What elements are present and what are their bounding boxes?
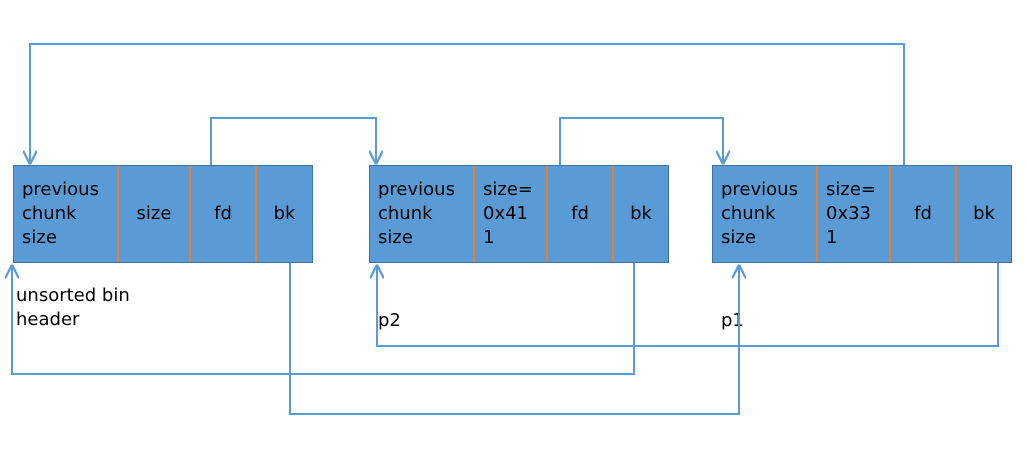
p2-label: p2 — [378, 310, 401, 331]
fd-field: fd — [548, 166, 614, 262]
header-fd-arrow — [210, 117, 376, 165]
prev-size-field: previous chunk size — [713, 166, 818, 262]
p1-chunk: previous chunk size size= 0x33 1 fd bk — [712, 165, 1012, 263]
p1-bk-arrow — [377, 263, 999, 347]
prev-size-field: previous chunk size — [370, 166, 475, 262]
prev-size-field: previous chunk size — [14, 166, 119, 262]
bk-field: bk — [973, 203, 995, 224]
size-field: size= 0x33 1 — [818, 166, 891, 262]
header-bk-arrow — [289, 263, 739, 415]
fd-field: fd — [191, 166, 257, 262]
unsorted-bin-header-label: unsorted bin header — [16, 285, 130, 330]
p2-fd-arrow — [559, 117, 723, 165]
bk-field: bk — [630, 203, 652, 224]
p2-chunk: previous chunk size size= 0x41 1 fd bk — [369, 165, 669, 263]
fd-field: fd — [891, 166, 957, 262]
size-field: size — [119, 166, 191, 262]
p2-bk-arrow — [12, 263, 635, 375]
size-field: size= 0x41 1 — [475, 166, 548, 262]
bk-field: bk — [273, 203, 296, 224]
unsorted-bin-header-chunk: previous chunk size size fd bk — [13, 165, 313, 263]
p1-fd-arrow — [30, 43, 905, 165]
